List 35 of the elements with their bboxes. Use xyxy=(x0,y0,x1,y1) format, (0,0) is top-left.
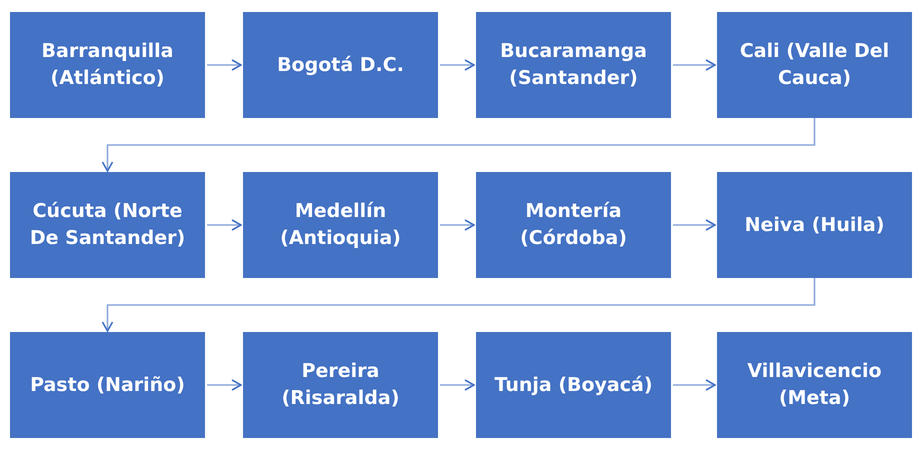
city-box xyxy=(476,332,671,438)
city-box xyxy=(476,172,671,278)
city-box xyxy=(476,12,671,118)
city-label: Pasto (Nariño) xyxy=(30,372,185,398)
city-label: Neiva (Huila) xyxy=(744,212,884,238)
city-label: Barranquilla (Atlántico) xyxy=(40,39,174,91)
city-box xyxy=(243,332,438,438)
city-label: Tunja (Boyacá) xyxy=(494,372,653,398)
arrow xyxy=(207,379,242,391)
city-label: Cali (Valle Del Cauca) xyxy=(738,39,890,91)
city-box xyxy=(717,12,912,118)
city-box xyxy=(10,12,205,118)
city-label: Medellín (Antioquia) xyxy=(279,199,402,251)
city-box xyxy=(243,172,438,278)
arrow xyxy=(673,219,716,231)
city-box xyxy=(10,172,205,278)
city-label: Pereira (Risaralda) xyxy=(280,359,400,411)
arrow xyxy=(207,219,242,231)
arrow xyxy=(440,219,475,231)
city-box xyxy=(717,332,912,438)
city-label: Bogotá D.C. xyxy=(277,52,404,78)
city-label: Cúcuta (Norte De Santander) xyxy=(28,199,186,251)
city-label: Bucaramanga (Santander) xyxy=(499,39,648,91)
arrow xyxy=(102,278,816,332)
arrow xyxy=(673,59,716,71)
arrow xyxy=(207,59,242,71)
city-box xyxy=(717,172,912,278)
arrow xyxy=(102,118,816,172)
city-box xyxy=(10,332,205,438)
city-label: Montería (Córdoba) xyxy=(519,199,628,251)
arrow xyxy=(440,379,475,391)
city-label: Villavicencio (Meta) xyxy=(746,359,883,411)
arrow xyxy=(673,379,716,391)
arrow xyxy=(440,59,475,71)
city-box xyxy=(243,12,438,118)
